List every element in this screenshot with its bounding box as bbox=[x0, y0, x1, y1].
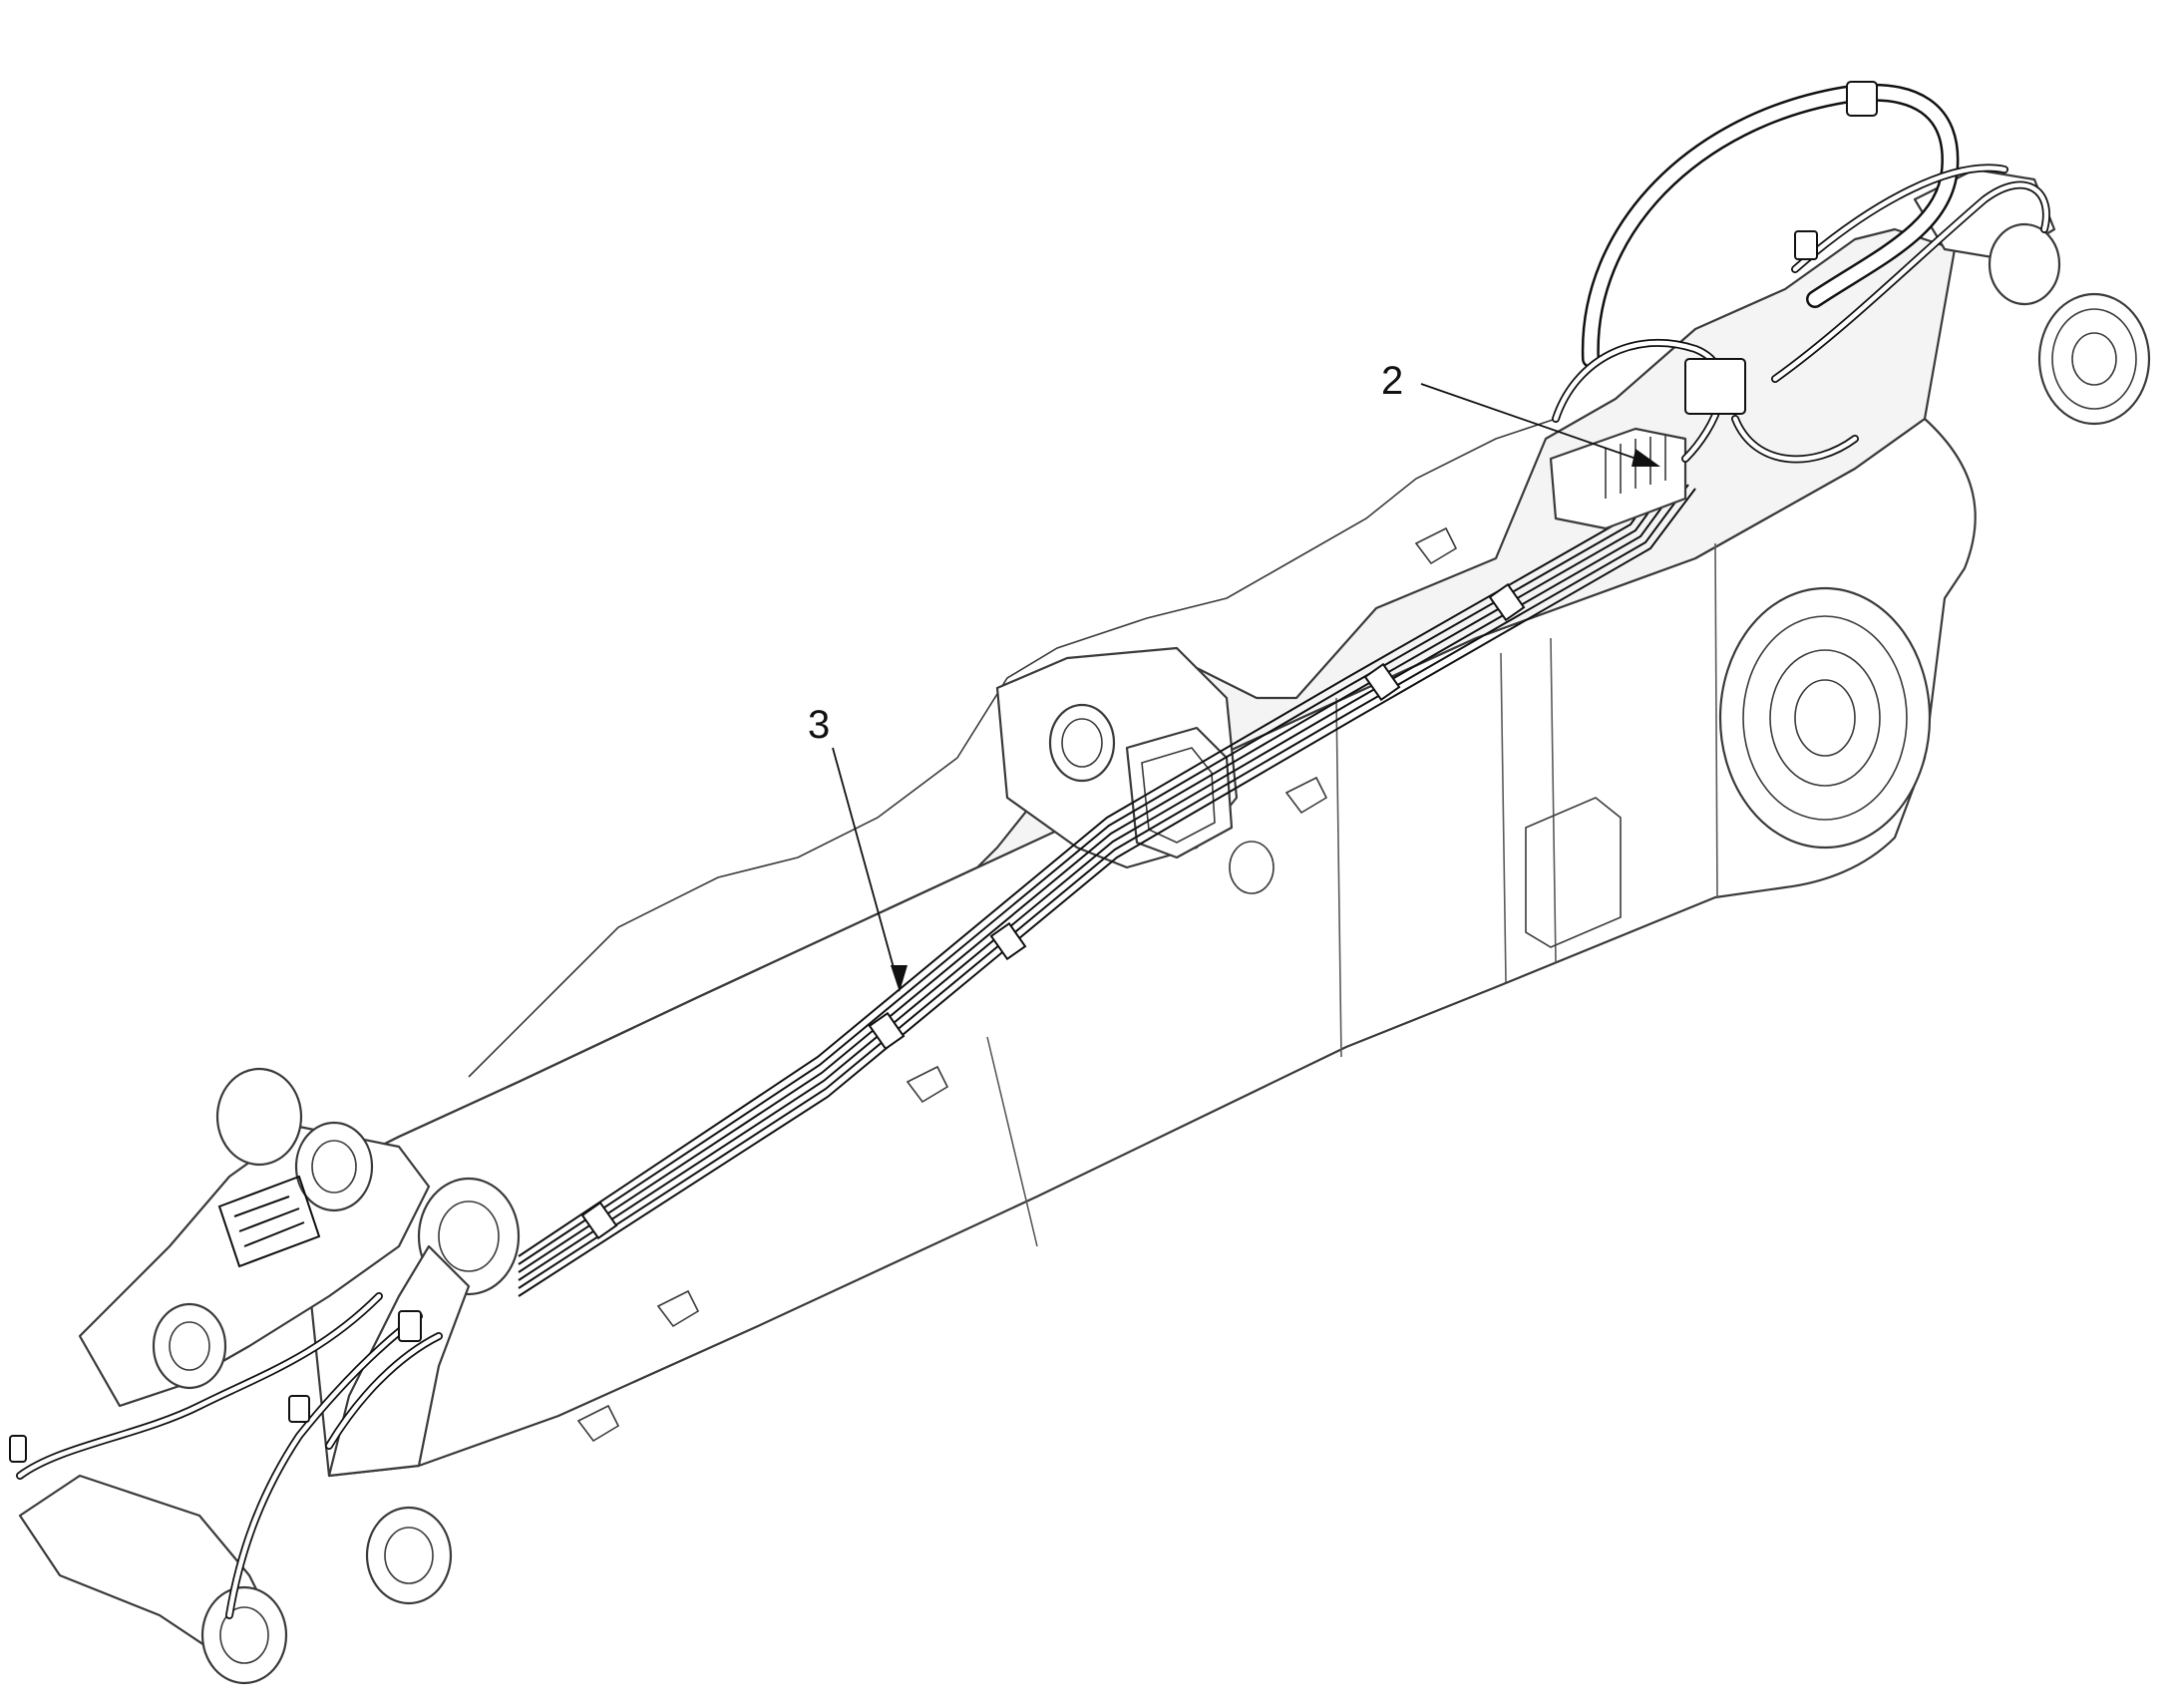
hub-ring-2 bbox=[1769, 649, 1881, 787]
bracket-2 bbox=[906, 1065, 949, 1104]
cable-right-inner bbox=[1772, 182, 2049, 382]
left-connector-2 bbox=[288, 1395, 310, 1423]
cable-upper-inner bbox=[1792, 166, 2007, 272]
connector-body bbox=[1549, 427, 1687, 530]
left-upper-pin bbox=[152, 1302, 227, 1390]
left-lower-boss-inner bbox=[384, 1527, 434, 1584]
hose-loops bbox=[1552, 81, 2050, 464]
pivot-hub bbox=[1718, 586, 1932, 850]
harness-clip-1 bbox=[868, 1011, 906, 1051]
plate-seam-1 bbox=[986, 1036, 1038, 1247]
right-eye-mid bbox=[2051, 308, 2137, 410]
cable-lower-inner bbox=[1732, 416, 1858, 462]
plate-seam-4 bbox=[1550, 637, 1557, 963]
harness-clip-4 bbox=[1488, 582, 1526, 622]
plate-seam-5 bbox=[1714, 542, 1718, 898]
bracket-5 bbox=[1414, 526, 1458, 565]
left-bottom-pin-inner bbox=[219, 1606, 269, 1664]
callout-3-arrowhead bbox=[891, 965, 908, 992]
hose-big-inner bbox=[1584, 86, 1957, 366]
left-connector-3 bbox=[9, 1435, 27, 1463]
left-end-linkage bbox=[18, 1067, 521, 1685]
cover-plate bbox=[1229, 841, 1274, 894]
callout-2-leader bbox=[1420, 383, 1651, 465]
harness-clip-3 bbox=[1363, 662, 1401, 702]
harness-wire-4 bbox=[518, 480, 1682, 1281]
left-lower-boss bbox=[365, 1506, 453, 1605]
left-end-wiring bbox=[9, 1175, 443, 1619]
callout-3-label: 3 bbox=[808, 703, 830, 747]
left-cable-b-inner bbox=[226, 1313, 422, 1618]
callout-2-arrowhead bbox=[1632, 449, 1660, 467]
right-eye-inner bbox=[2071, 332, 2117, 386]
left-top-boss bbox=[215, 1067, 303, 1167]
mid-box-bore bbox=[1048, 703, 1116, 783]
callout-2: 2 bbox=[1381, 359, 1660, 467]
left-top-boss-2-inner bbox=[311, 1140, 357, 1194]
boom-side-plate bbox=[297, 417, 1977, 1478]
harness-wire-5 bbox=[518, 484, 1689, 1289]
left-junction bbox=[217, 1175, 321, 1268]
right-pin-a bbox=[1988, 222, 2061, 306]
hub-ring-1 bbox=[1742, 615, 1908, 821]
right-end-lugs bbox=[1913, 168, 2151, 426]
plate-seam-3 bbox=[1500, 652, 1507, 983]
guard-box bbox=[1525, 797, 1622, 948]
hose-mid-inner bbox=[1553, 340, 1724, 462]
harness-wire-6 bbox=[518, 488, 1696, 1297]
left-cable-c-inner bbox=[326, 1333, 442, 1449]
brackets bbox=[576, 526, 1622, 1443]
bracket-3 bbox=[656, 1289, 700, 1328]
valve-block bbox=[1684, 358, 1746, 415]
left-big-pin-inner bbox=[438, 1200, 500, 1272]
harness-clip-2 bbox=[989, 921, 1027, 961]
callout-2-label: 2 bbox=[1381, 359, 1403, 403]
harness-bundle bbox=[518, 468, 1696, 1297]
hub-outer bbox=[1718, 586, 1932, 850]
left-cable-a-inner bbox=[17, 1293, 382, 1479]
hose-clamp-2 bbox=[1794, 230, 1818, 260]
callout-3: 3 bbox=[808, 703, 908, 992]
left-connector-1 bbox=[398, 1310, 422, 1342]
boom-rear-rail bbox=[468, 418, 1557, 1078]
left-upper-pin-inner bbox=[169, 1321, 210, 1371]
hub-ring-3 bbox=[1794, 679, 1856, 757]
bracket-4 bbox=[576, 1404, 620, 1443]
harness-clip-5 bbox=[580, 1200, 618, 1240]
bracket-1 bbox=[1284, 776, 1328, 815]
harness-wire-3 bbox=[518, 476, 1675, 1273]
callout-3-leader bbox=[832, 747, 899, 983]
left-top-boss-2 bbox=[294, 1121, 374, 1212]
hose-clamp-1 bbox=[1846, 81, 1878, 117]
connector-block bbox=[1549, 427, 1687, 530]
mid-box-bore-inner bbox=[1061, 718, 1103, 768]
plate-seam-2 bbox=[1335, 697, 1342, 1058]
right-eye-outer bbox=[2037, 292, 2151, 426]
left-bottom-pin bbox=[200, 1585, 288, 1685]
